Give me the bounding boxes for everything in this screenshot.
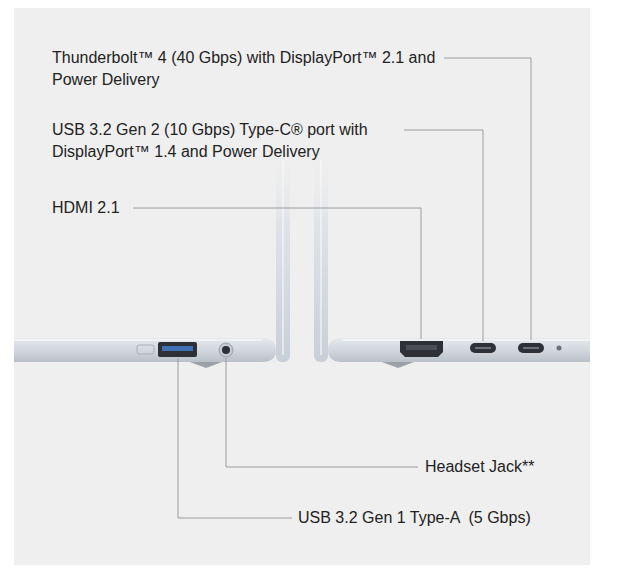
thunderbolt-port bbox=[518, 343, 544, 353]
usb-c-port bbox=[470, 343, 496, 353]
right-laptop bbox=[314, 150, 590, 368]
port-label: Thunderbolt™ 4 (40 Gbps) with DisplayPor… bbox=[52, 47, 452, 91]
port-label: Headset Jack** bbox=[425, 456, 625, 478]
port-label: HDMI 2.1 bbox=[52, 197, 252, 219]
left-laptop bbox=[14, 150, 290, 368]
port-label: USB 3.2 Gen 1 Type-A (5 Gbps) bbox=[298, 507, 598, 529]
hdmi-port bbox=[400, 341, 443, 357]
port-label: USB 3.2 Gen 2 (10 Gbps) Type-C® port wit… bbox=[52, 119, 412, 163]
background-panel bbox=[14, 8, 590, 565]
usb-a-port bbox=[158, 342, 197, 357]
headset-jack bbox=[222, 346, 230, 354]
